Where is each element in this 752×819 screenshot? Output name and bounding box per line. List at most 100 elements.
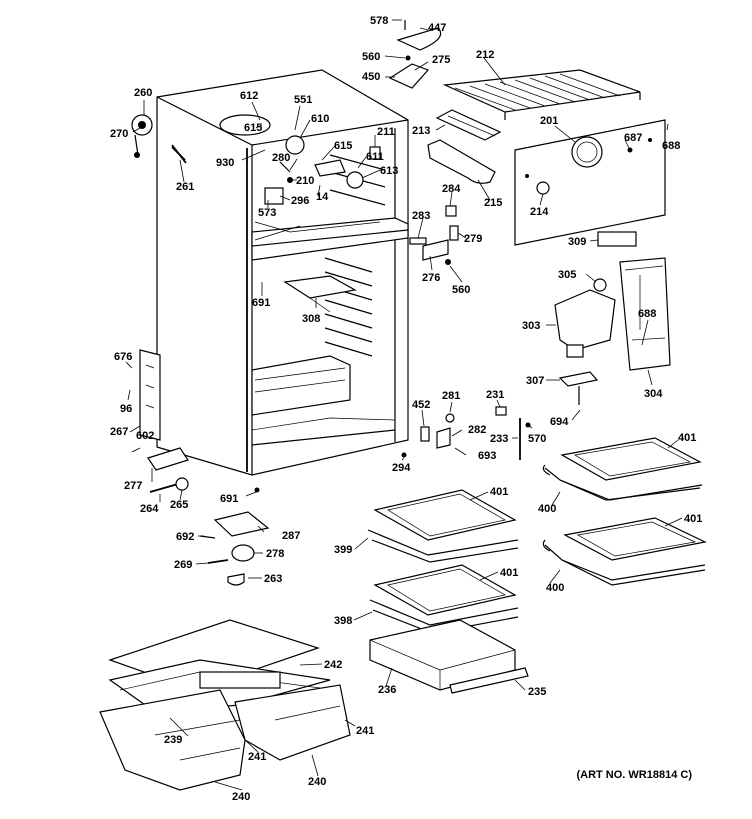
callout-602: 602 [136,430,154,442]
bin-241-240 [99,684,351,791]
duct-304 [619,257,671,371]
callout-210: 210 [296,175,314,187]
callout-398: 398 [334,615,352,627]
callout-278: 278 [266,548,284,560]
callout-214: 214 [530,206,549,218]
callout-450: 450 [362,71,380,83]
callout-215: 215 [484,197,502,209]
callout-231: 231 [486,389,504,401]
callout-308: 308 [302,313,320,325]
callout-551: 551 [294,94,312,106]
leader-lines [125,19,683,791]
wire-shelf-212 [442,69,641,120]
callout-570: 570 [528,433,546,445]
callout-260: 260 [134,87,152,99]
callout-201: 201 [540,115,558,127]
callout-303: 303 [522,320,540,332]
callout-309: 309 [568,236,586,248]
callout-241: 241 [356,725,374,737]
callout-615-b: 615 [334,140,352,152]
callout-235: 235 [528,686,546,698]
callout-276: 276 [422,272,440,284]
callout-676: 676 [114,351,132,363]
callout-560-b: 560 [452,284,470,296]
callout-401-b: 401 [490,486,508,498]
shelf-308 [283,275,357,299]
part-265 [175,477,189,491]
callout-560: 560 [362,51,380,63]
callout-305: 305 [558,269,576,281]
callout-304: 304 [644,388,663,400]
part-281 [445,413,455,423]
part-264 [149,483,179,493]
callout-269: 269 [174,559,192,571]
callout-265: 265 [170,499,188,511]
callout-284: 284 [442,183,461,195]
callout-263: 263 [264,573,282,585]
callout-14: 14 [316,191,329,203]
callout-447: 447 [428,22,446,34]
shelf-group-lower-right [542,517,707,586]
part-283 [409,237,427,245]
callout-691-b: 691 [220,493,238,505]
bin-215 [427,139,496,184]
callout-211: 211 [377,126,395,138]
part-282 [436,427,451,449]
callout-611: 611 [366,151,384,163]
part-287 [213,511,270,537]
part-231 [495,406,507,416]
callout-275: 275 [432,54,450,66]
callout-400-b: 400 [546,582,564,594]
callout-261: 261 [176,181,194,193]
callout-264: 264 [140,503,159,515]
callout-573: 573 [258,207,276,219]
callout-615: 615 [244,122,262,134]
callout-270: 270 [110,128,128,140]
callout-277: 277 [124,480,142,492]
callout-281: 281 [442,390,460,402]
callout-691: 691 [252,297,270,309]
callout-401: 401 [678,432,696,444]
part-276 [422,239,449,261]
callout-612: 612 [240,90,258,102]
housing-303 [554,289,616,351]
callout-930: 930 [216,157,234,169]
callout-287: 287 [282,530,300,542]
callout-687: 687 [624,132,642,144]
hinge-260 [131,114,153,158]
part-305 [593,278,607,292]
callout-282: 282 [468,424,486,436]
callout-242: 242 [324,659,342,671]
part-307 [558,371,599,387]
control-components [219,114,381,205]
part-452 [420,426,430,442]
drawer-236 [369,619,529,694]
callout-labels: 578 447 560 275 450 212 260 612 551 270 … [110,15,702,803]
callout-296: 296 [291,195,309,207]
callout-239: 239 [164,734,182,746]
callout-213: 213 [412,125,430,137]
callout-401-d: 401 [500,567,518,579]
callout-307: 307 [526,375,544,387]
callout-233: 233 [490,433,508,445]
callout-688: 688 [662,140,680,152]
callout-280: 280 [272,152,290,164]
callout-241-b: 241 [248,751,266,763]
callout-613: 613 [380,165,398,177]
part-278 [231,544,255,562]
callout-610: 610 [311,113,329,125]
part-261 [171,144,187,164]
callout-236: 236 [378,684,396,696]
part-277 [147,447,189,471]
part-284 [445,205,457,217]
part-263 [227,573,245,586]
callout-240: 240 [232,791,250,803]
panel-201 [514,119,666,246]
callout-240-b: 240 [308,776,326,788]
callout-401-c: 401 [684,513,702,525]
shelf-group-mid-upper [367,489,519,563]
part-269 [207,559,229,564]
callout-283: 283 [412,210,430,222]
